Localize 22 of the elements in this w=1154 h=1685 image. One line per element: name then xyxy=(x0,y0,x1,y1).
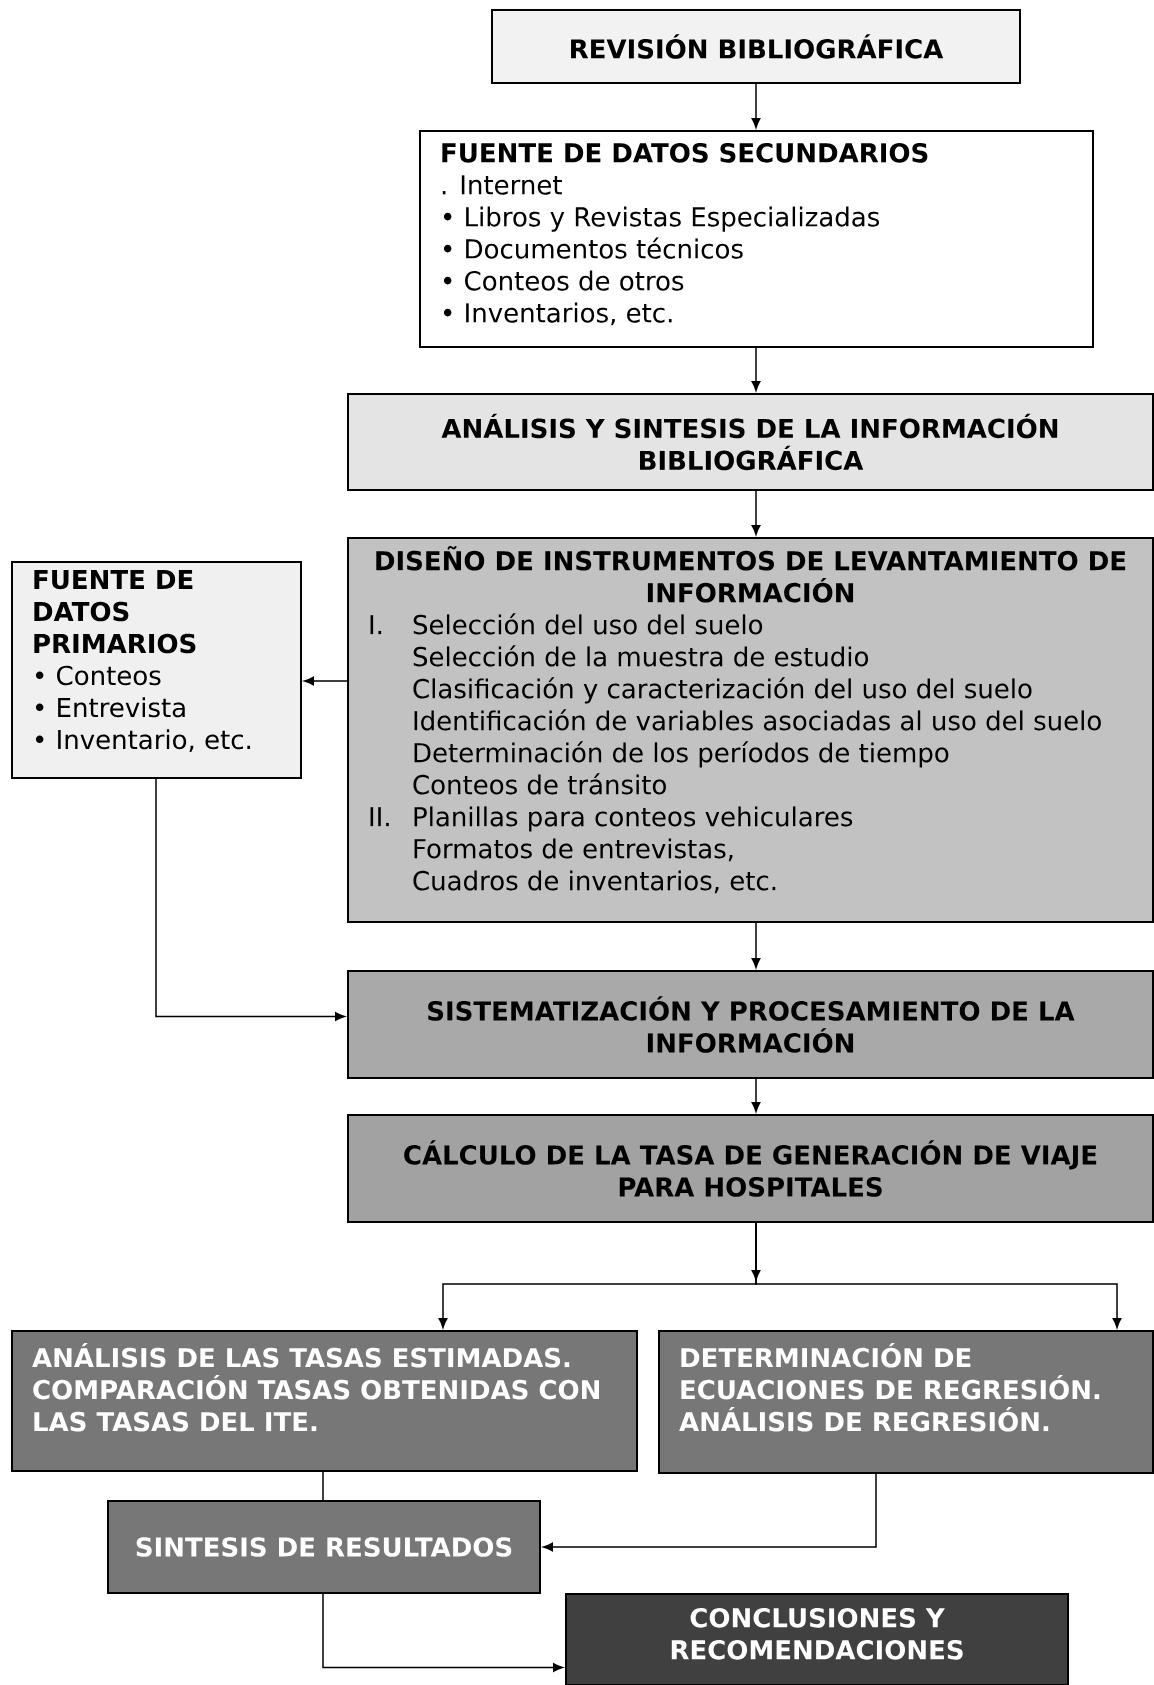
arrow xyxy=(751,83,761,128)
process-box: DETERMINACIÓN DE ECUACIONES DE REGRESIÓN. ANÁLISIS DE REGRESIÓN. xyxy=(658,1330,1154,1474)
arrow xyxy=(304,676,348,686)
source-box: FUENTE DE DATOS SECUNDARIOS . Internet • Libros y Revistas Especializadas • Documentos técnicos • Conteos de otros • Inventarios, etc. xyxy=(419,130,1094,348)
arrow xyxy=(751,922,761,968)
arrow xyxy=(751,1078,761,1112)
arrow xyxy=(322,1593,563,1672)
arrow xyxy=(755,1222,1122,1328)
process-box: DISEÑO DE INSTRUMENTOS DE LEVANTAMIENTO DE INFORMACIÓN I. Selección del uso del suelo Selección de la muestra de estudio Clasificación y caracterización del uso del suelo Identificación de variables asociadas al uso del suelo Determinación de los períodos de tiempo Conteos de tránsito II. Planillas para conteos vehiculares Formatos de entrevistas, Cuadros de inventarios, etc. xyxy=(347,537,1154,923)
process-box: SINTESIS DE RESULTADOS xyxy=(107,1500,541,1594)
process-box: ANÁLISIS Y SINTESIS DE LA INFORMACIÓN BIBLIOGRÁFICA xyxy=(347,393,1154,491)
process-box: CONCLUSIONES Y RECOMENDACIONES xyxy=(565,1593,1069,1685)
process-box: REVISIÓN BIBLIOGRÁFICA xyxy=(491,9,1021,84)
arrow xyxy=(751,347,761,391)
connector-line xyxy=(322,1471,324,1501)
process-box: CÁLCULO DE LA TASA DE GENERACIÓN DE VIAJE PARA HOSPITALES xyxy=(347,1114,1154,1223)
arrow xyxy=(155,778,345,1021)
process-box: ANÁLISIS DE LAS TASAS ESTIMADAS. COMPARACIÓN TASAS OBTENIDAS CON LAS TASAS DEL ITE. xyxy=(11,1330,638,1472)
process-box: SISTEMATIZACIÓN Y PROCESAMIENTO DE LA INFORMACIÓN xyxy=(347,970,1154,1079)
arrow xyxy=(751,490,761,535)
source-box: FUENTE DE DATOS PRIMARIOS • Conteos • Entrevista • Inventario, etc. xyxy=(11,561,302,779)
arrow xyxy=(543,1473,877,1552)
